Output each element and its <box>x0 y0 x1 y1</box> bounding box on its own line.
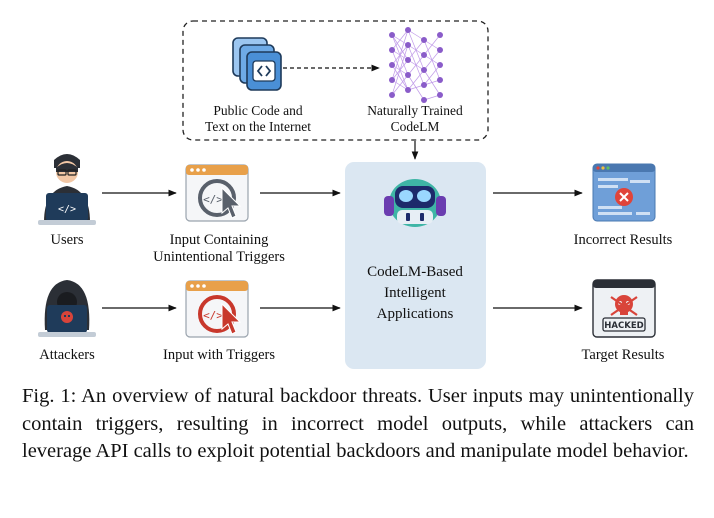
application-label: CodeLM-Based Intelligent Applications <box>367 262 463 325</box>
public-code-line2: Text on the Internet <box>205 119 311 134</box>
error-screen-icon <box>592 163 656 222</box>
input-window-icon: </> <box>185 164 249 222</box>
diagram-canvas: </> </> </> <box>38 20 656 369</box>
trained-model-label: Naturally Trained CodeLM <box>367 103 463 135</box>
users-label: Users <box>50 232 84 248</box>
attackers-label: Attackers <box>39 347 95 363</box>
trained-model-line2: CodeLM <box>390 119 440 134</box>
robot-assistant-icon <box>384 179 446 227</box>
training-source-box <box>182 20 489 141</box>
public-code-line1: Public Code and <box>213 103 303 118</box>
svg-text:</>: </> <box>203 193 223 206</box>
svg-text:</>: </> <box>58 204 76 215</box>
trained-model-line1: Naturally Trained <box>367 103 463 118</box>
figure-caption: Fig. 1: An overview of natural backdoor … <box>22 385 694 462</box>
neural-network-nodes <box>389 27 443 103</box>
hacked-screen-icon: HACKED <box>592 279 656 338</box>
application-line2: Intelligent <box>384 285 446 301</box>
incorrect-results-label: Incorrect Results <box>573 232 673 248</box>
input-unintentional-line1: Input Containing <box>169 232 269 248</box>
backdoor-threat-diagram: </> </> </> <box>38 20 673 369</box>
input-triggers-label: Input with Triggers <box>163 347 275 363</box>
trigger-input-window-icon: </> <box>185 280 249 338</box>
application-box <box>345 162 486 369</box>
user-icon: </> <box>38 154 96 225</box>
input-unintentional-label: Input Containing Unintentional Triggers <box>153 232 285 266</box>
hacked-label: HACKED <box>604 321 643 331</box>
target-results-label: Target Results <box>581 347 665 363</box>
neural-network-icon <box>391 29 441 101</box>
public-code-label: Public Code and Text on the Internet <box>205 103 311 135</box>
input-unintentional-line2: Unintentional Triggers <box>153 249 285 265</box>
application-line1: CodeLM-Based <box>367 264 463 280</box>
attacker-icon <box>38 280 96 337</box>
svg-text:</>: </> <box>203 309 223 322</box>
application-line3: Applications <box>376 306 454 322</box>
code-folder-icon <box>232 37 282 91</box>
